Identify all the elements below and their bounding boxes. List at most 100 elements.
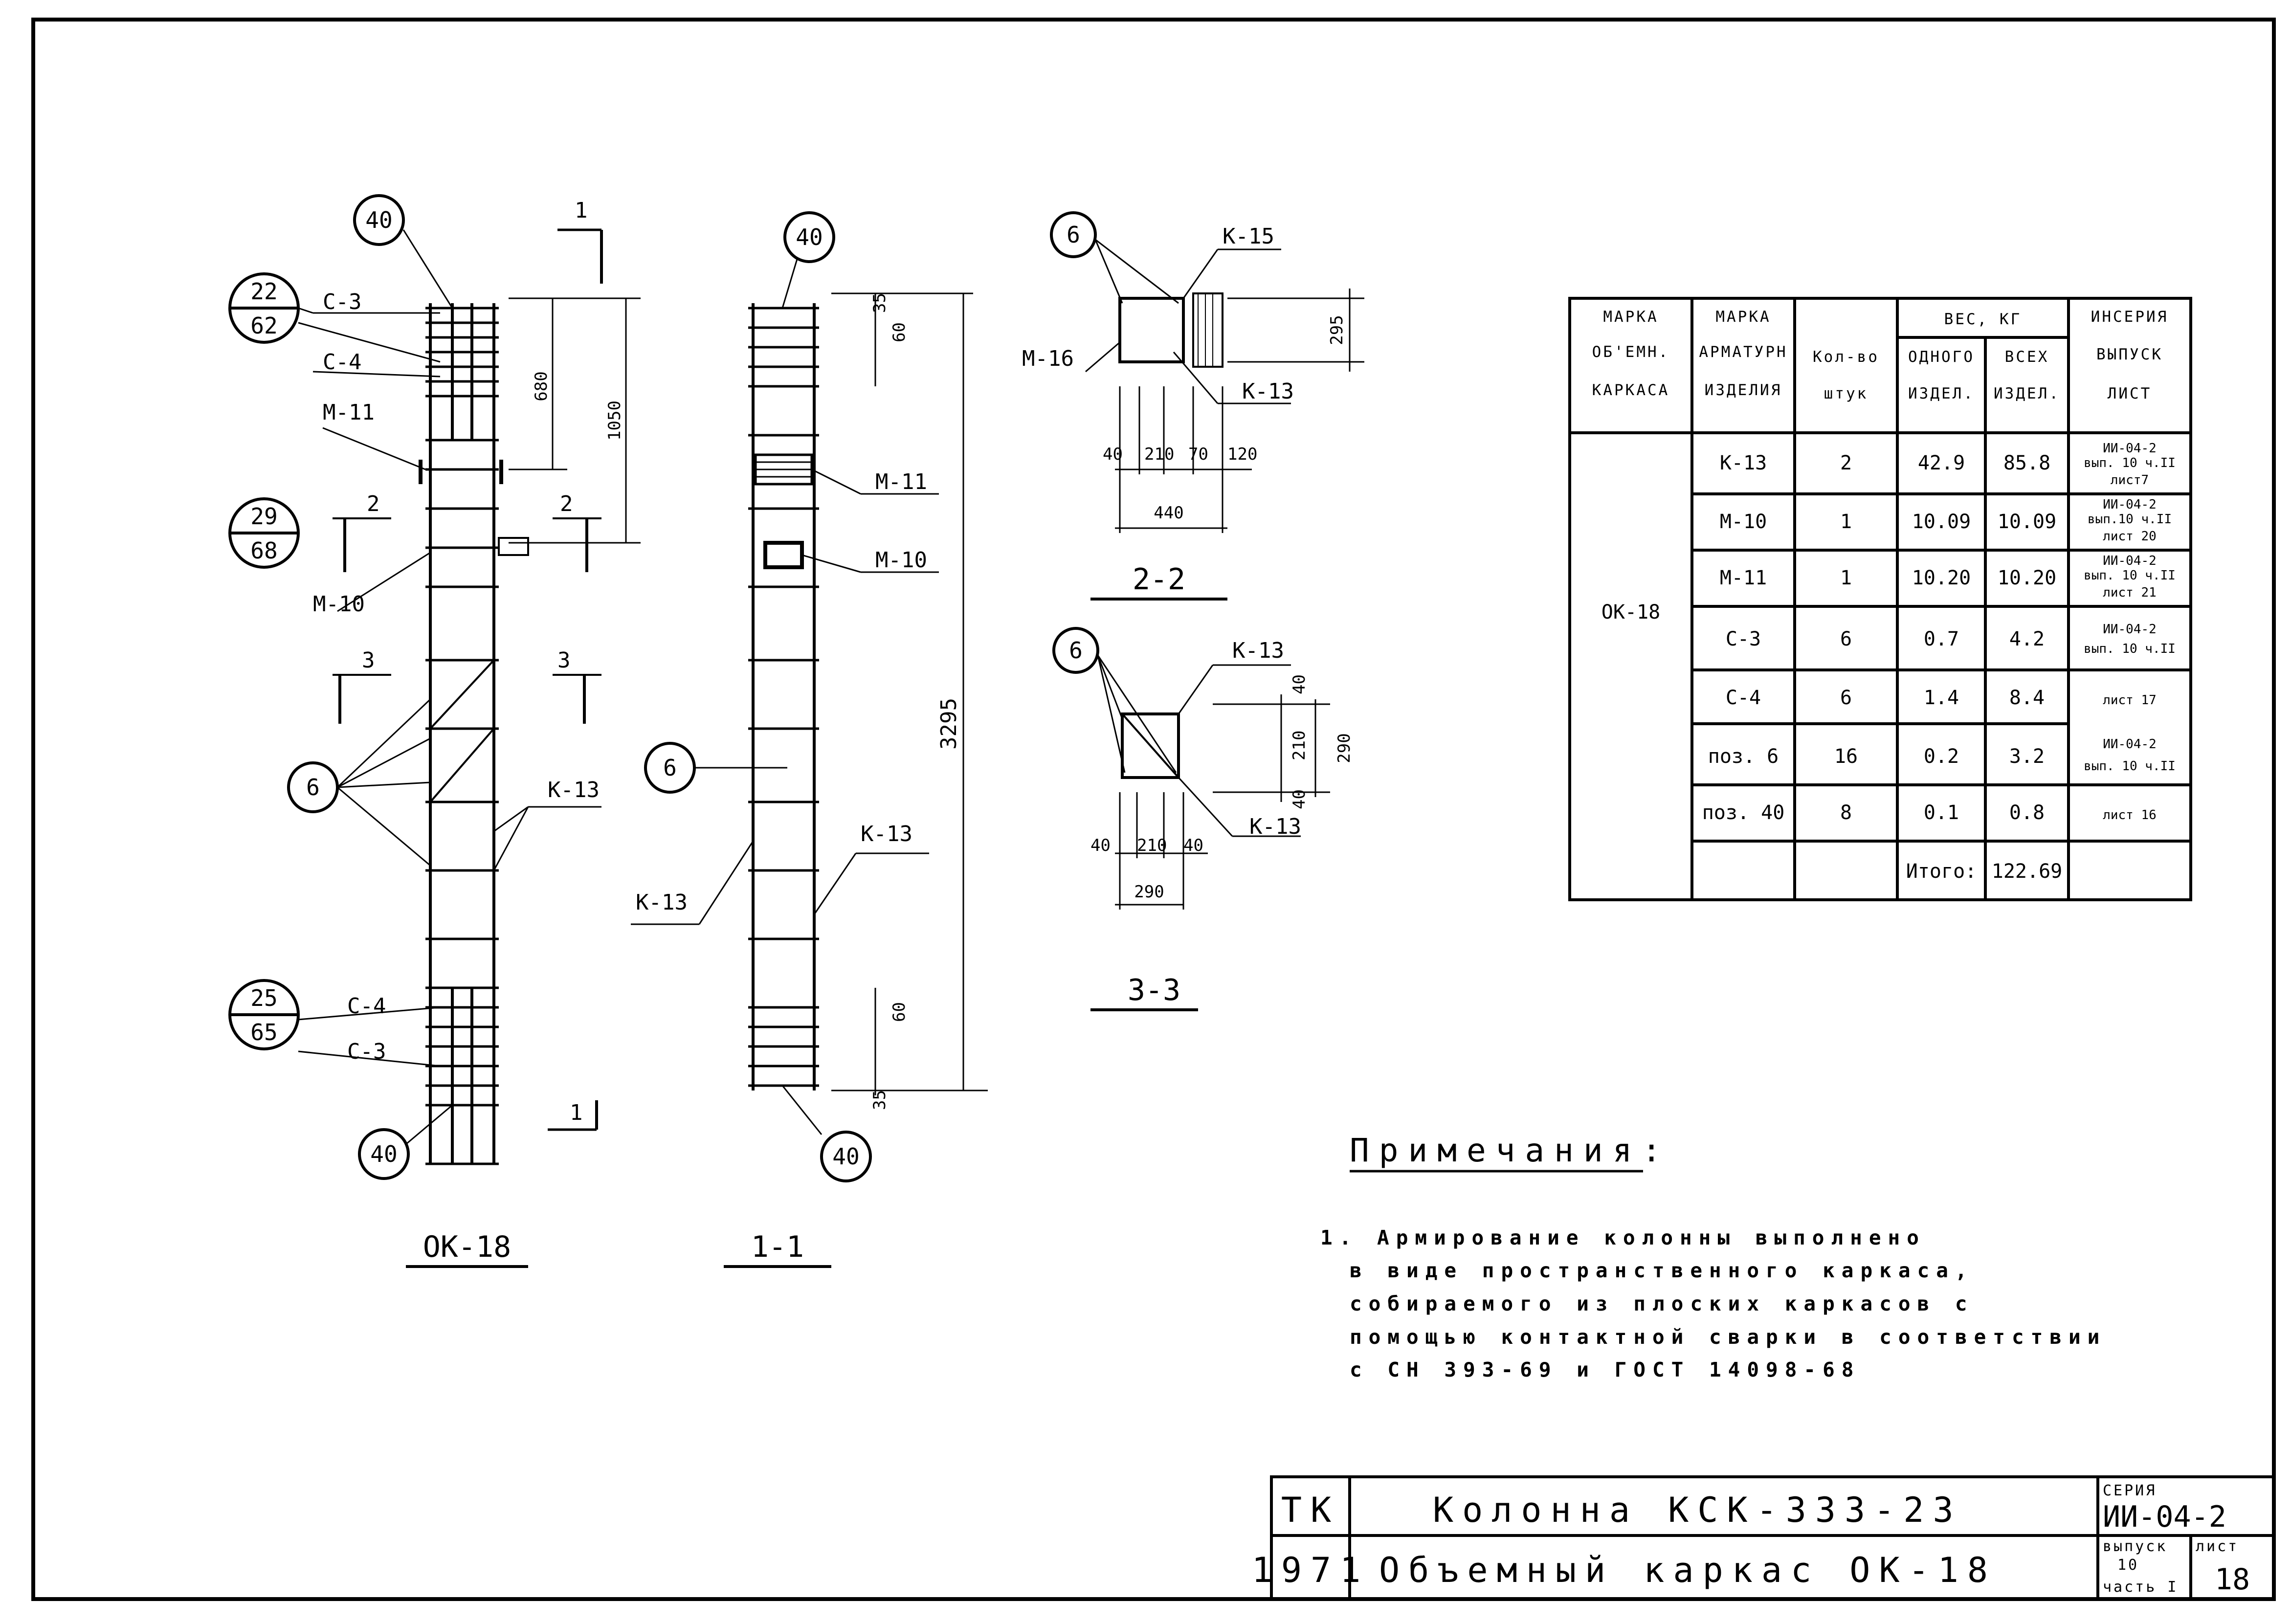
- table-cell-qty: 1: [1840, 511, 1852, 533]
- bubble-6: 6: [306, 774, 320, 801]
- section-2-2-title: 2-2: [1133, 562, 1185, 597]
- label-k13-right: К-13: [861, 822, 912, 846]
- label-k13-top: К-13: [1232, 638, 1284, 663]
- dim-295: 295: [1327, 315, 1347, 345]
- note-line: собираемого из плоских каркасов с: [1350, 1292, 1974, 1315]
- table-cell-mark: С-4: [1726, 687, 1761, 709]
- table-cell-all: 10.20: [1998, 567, 2056, 589]
- label-m16: М-16: [1022, 346, 1074, 371]
- table-cell-ref: вып. 10 ч.II: [2084, 456, 2176, 470]
- issue-label: выпуск: [2103, 1538, 2167, 1555]
- title-line-2: Объемный каркас ОК-18: [1379, 1550, 1997, 1590]
- bubble-65: 65: [250, 1019, 277, 1046]
- table-cell-one: 42.9: [1918, 452, 1965, 474]
- bubble-40-top: 40: [796, 224, 823, 250]
- label-c3-bottom: С-3: [347, 1039, 386, 1064]
- hdr-col3-line1: Кол-во: [1813, 348, 1879, 366]
- table-cell-qty: 1: [1840, 567, 1852, 589]
- section-mark-1-bottom: 1: [570, 1100, 583, 1125]
- section-mark-2-left: 2: [367, 491, 380, 516]
- note-line: 1. Армирование колонны выполнено: [1320, 1226, 1926, 1249]
- note-line: с СН 393-69 и ГОСТ 14098-68: [1350, 1358, 1860, 1381]
- title-line-1: Колонна КСК-333-23: [1433, 1490, 1962, 1530]
- series-value: ИИ-04-2: [2103, 1500, 2226, 1534]
- table-cell-ref: ИИ-04-2: [2103, 737, 2157, 752]
- sheet-label: лист: [2196, 1538, 2239, 1555]
- bubble-22: 22: [250, 278, 277, 305]
- table-cell-mark: К-13: [1720, 452, 1767, 474]
- section-3-3-view: [1052, 627, 1330, 1011]
- vdim-210: 210: [1290, 731, 1309, 760]
- dim-40-right: 40: [1183, 836, 1203, 855]
- label-k13: К-13: [548, 778, 600, 802]
- dim-440: 440: [1154, 503, 1183, 523]
- dim-40-left: 40: [1090, 836, 1111, 855]
- label-m11: М-11: [323, 400, 375, 425]
- table-cell-mark: М-10: [1720, 511, 1767, 533]
- section-1-1-title: 1-1: [751, 1230, 804, 1264]
- bubble-29: 29: [250, 503, 277, 530]
- hdr-weight: ВЕС, КГ: [1944, 311, 2022, 328]
- hdr-col2-line1: МАРКА: [1715, 308, 1771, 326]
- dim-35-top: 35: [870, 293, 890, 313]
- sheet-frame: [31, 18, 2276, 1601]
- sheet-number: 18: [2215, 1562, 2250, 1597]
- bubble-40-top: 40: [365, 207, 392, 233]
- hdr-col4-line1: ОДНОГО: [1908, 348, 1975, 366]
- hdr-col1-line3: КАРКАСА: [1592, 381, 1670, 399]
- dim-680: 680: [532, 371, 551, 401]
- table-cell-one: 10.09: [1912, 511, 1971, 533]
- table-cell-ref: вып. 10 ч.II: [2084, 568, 2176, 583]
- label-c4-bottom: С-4: [347, 994, 386, 1019]
- label-k13: К-13: [1242, 379, 1294, 404]
- spec-table-headers: МАРКА ОБ'ЕМН. КАРКАСА МАРКА АРМАТУРН ИЗД…: [1592, 308, 2167, 623]
- table-cell-qty: 8: [1840, 801, 1852, 824]
- bubble-6: 6: [663, 755, 677, 781]
- section-3-3-title: 3-3: [1128, 973, 1180, 1007]
- bubble-40-bottom: 40: [370, 1141, 397, 1167]
- hdr-col1-line1: МАРКА: [1603, 308, 1658, 326]
- label-k13-left: К-13: [636, 890, 688, 915]
- hdr-col1-line2: ОБ'ЕМН.: [1592, 343, 1670, 361]
- hdr-col6-line3: ЛИСТ: [2108, 385, 2152, 402]
- vdim-40-bottom: 40: [1290, 789, 1309, 809]
- bubble-25: 25: [250, 985, 277, 1011]
- label-k15: К-15: [1223, 224, 1274, 249]
- dim-120: 120: [1227, 445, 1257, 464]
- bubble-6: 6: [1067, 222, 1080, 248]
- table-cell-qty: 16: [1834, 745, 1858, 768]
- hdr-col5-line1: ВСЕХ: [2005, 348, 2049, 366]
- table-cell-ref: вып. 10 ч.II: [2084, 759, 2176, 774]
- section-2-2-labels: 6 К-15 М-16 К-13 40 210 70 120 440 295 2…: [1022, 222, 1347, 597]
- table-cell-one: 0.7: [1924, 628, 1959, 650]
- table-cell-one: 10.20: [1912, 567, 1971, 589]
- label-m10: М-10: [313, 592, 365, 617]
- table-cell-all: 85.8: [2003, 452, 2050, 474]
- table-cell-ref: вып. 10 ч.II: [2084, 642, 2176, 656]
- table-cell-ref: ИИ-04-2: [2103, 497, 2157, 512]
- hdr-col4-line2: ИЗДЕЛ.: [1908, 385, 1975, 402]
- note-line: помощью контактной сварки в соответствии: [1350, 1325, 2106, 1349]
- table-cell-mark: С-3: [1726, 628, 1761, 650]
- org-code: ТК: [1281, 1490, 1340, 1530]
- dim-60-bottom: 60: [890, 1002, 909, 1022]
- table-cell-qty: 6: [1840, 628, 1852, 650]
- dim-1050: 1050: [605, 400, 624, 441]
- series-label: СЕРИЯ: [2103, 1482, 2157, 1499]
- total-value: 122.69: [1992, 860, 2063, 883]
- total-label: Итого:: [1906, 860, 1977, 883]
- vdim-290: 290: [1335, 733, 1354, 763]
- section-1-1-labels: 40 6 40 М-11 М-10 К-13 К-13 3295 35 35 6…: [636, 224, 961, 1264]
- spec-table-rows: К-13 2 42.9 85.8 ИИ-04-2 вып. 10 ч.II ли…: [1702, 441, 2176, 883]
- table-cell-all: 0.8: [2009, 801, 2045, 824]
- section-1-1-view: [631, 211, 988, 1268]
- table-cell-mark: поз. 6: [1708, 745, 1779, 768]
- title-block-text: ТК 1971 Колонна КСК-333-23 Объемный карк…: [1252, 1482, 2250, 1597]
- table-cell-all: 10.09: [1998, 511, 2056, 533]
- table-cell-ref: ИИ-04-2: [2103, 441, 2157, 456]
- table-cell-ref: лист 17: [2103, 693, 2157, 708]
- part-value: часть I: [2103, 1579, 2178, 1596]
- table-cell-ref: вып.10 ч.II: [2088, 512, 2172, 527]
- dim-3295: 3295: [936, 698, 961, 750]
